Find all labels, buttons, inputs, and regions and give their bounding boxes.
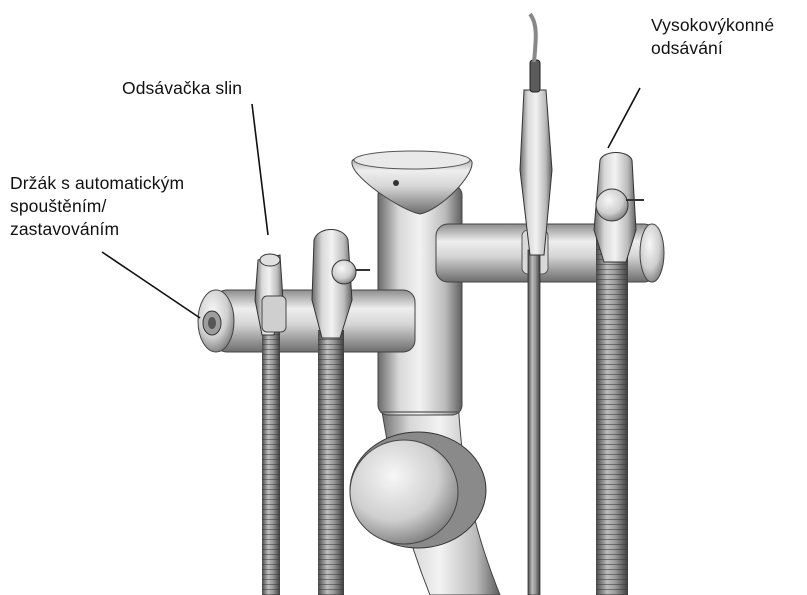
- leader-line-holder: [102, 252, 200, 318]
- swivel-disc: [350, 432, 486, 548]
- hve-assembly: [594, 153, 644, 595]
- auto-holder-assembly: [312, 230, 370, 595]
- label-high-volume-evacuation: Vysokovýkonné odsávání: [651, 14, 774, 60]
- left-holder-bar: [198, 290, 415, 352]
- syringe-handpiece: [520, 14, 552, 595]
- leader-line-saliva-ejector: [252, 104, 268, 235]
- label-saliva-ejector: Odsávačka slin: [122, 77, 242, 100]
- label-holder-auto-start-stop: Držák s automatickým spouštěním/ zastavo…: [10, 172, 184, 241]
- leader-line-hve: [608, 88, 640, 148]
- central-column: [352, 151, 472, 415]
- saliva-ejector-assembly: [255, 254, 286, 595]
